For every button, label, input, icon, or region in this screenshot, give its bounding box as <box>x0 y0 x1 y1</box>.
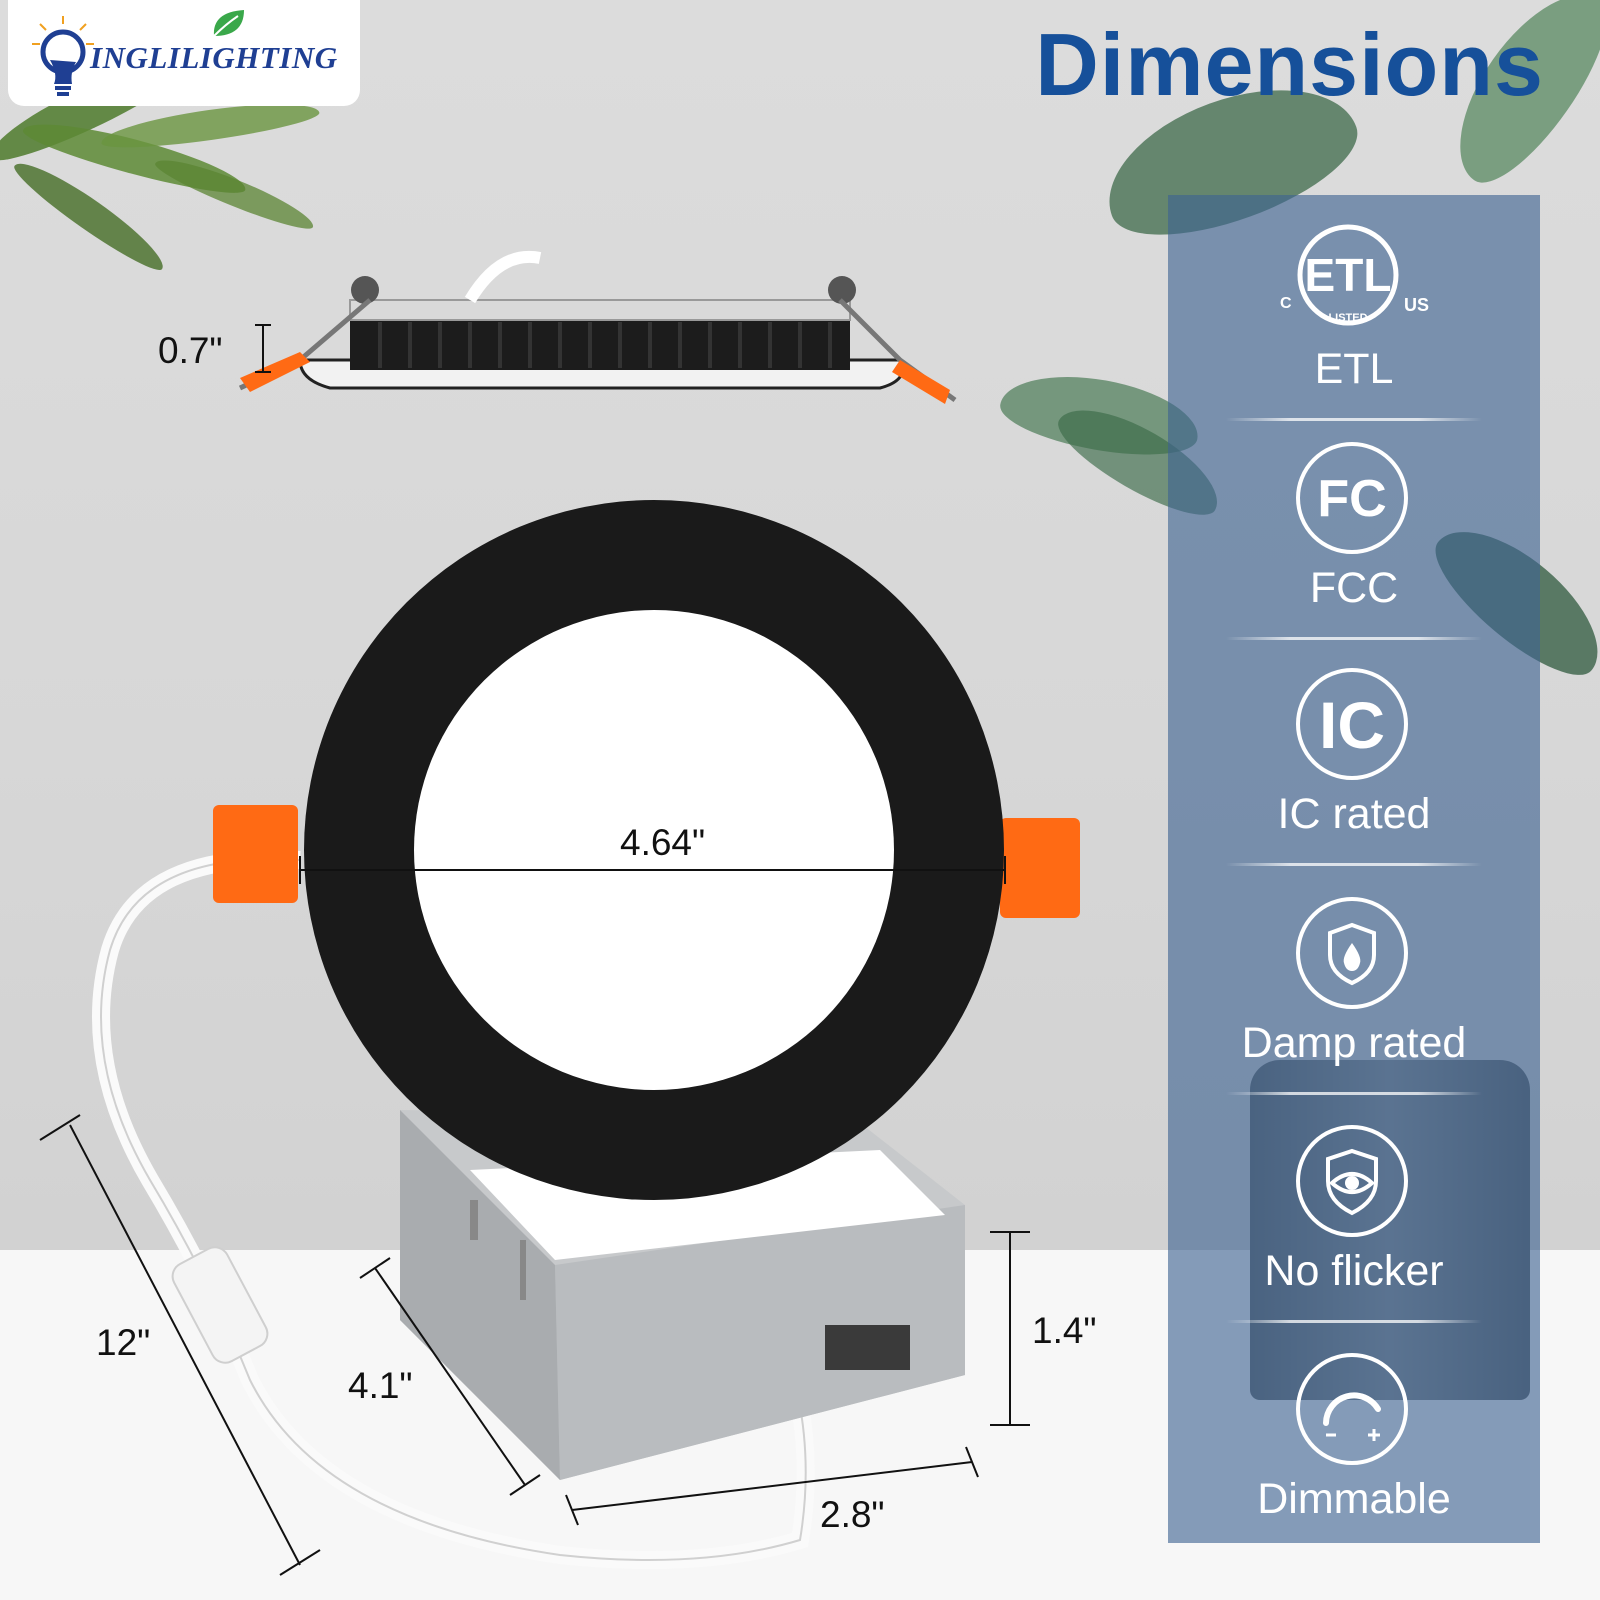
cert-dimmable: Dimmable <box>1168 1353 1540 1581</box>
power-cable <box>92 850 815 1569</box>
cert-label: FCC <box>1309 564 1399 612</box>
cert-label: No flicker <box>1264 1247 1444 1295</box>
svg-text:ETL: ETL <box>1305 249 1392 301</box>
junction-box <box>400 1110 965 1480</box>
divider <box>1226 863 1482 866</box>
cert-damp: Damp rated <box>1168 897 1540 1125</box>
lightbulb-hand-icon <box>32 16 94 96</box>
etl-mark-us: US <box>1404 295 1430 315</box>
brand-name: INGLILIGHTING <box>90 40 338 75</box>
ic-icon: IC <box>1296 668 1408 780</box>
panel-side-view <box>238 250 957 404</box>
svg-text:LISTED: LISTED <box>1328 312 1367 324</box>
leaf-icon <box>213 10 244 37</box>
cert-label: ETL <box>1314 345 1394 393</box>
dimmer-dial-icon <box>1296 1353 1408 1465</box>
etl-listed-icon: ETL LISTED <box>1296 223 1408 335</box>
eye-shield-icon <box>1296 1125 1408 1237</box>
box-length-label: 4.1" <box>348 1365 413 1406</box>
cert-etl: ETL LISTED C US ETL <box>1168 223 1540 451</box>
downlight-panel <box>213 500 1080 1200</box>
page-title: Dimensions <box>1035 15 1544 114</box>
cert-fcc: FC FCC <box>1168 442 1540 670</box>
brand-logo: INGLILIGHTING <box>8 0 360 106</box>
divider <box>1226 1092 1482 1095</box>
cert-ic: IC IC rated <box>1168 668 1540 896</box>
cable-length-label: 12" <box>96 1322 151 1363</box>
certification-panel: ETL LISTED C US ETL FC FCC IC <box>1168 195 1540 1543</box>
cert-label: Damp rated <box>1241 1019 1467 1067</box>
box-height-label: 1.4" <box>1032 1310 1097 1351</box>
etl-mark-c: C <box>1280 295 1292 312</box>
svg-text:IC: IC <box>1319 688 1385 762</box>
box-width-label: 2.8" <box>820 1494 885 1535</box>
cert-label: Dimmable <box>1257 1475 1451 1523</box>
cert-no-flicker: No flicker <box>1168 1125 1540 1353</box>
divider <box>1226 1320 1482 1323</box>
panel-diameter-label: 4.64" <box>620 822 706 863</box>
svg-text:FC: FC <box>1317 470 1386 528</box>
water-drop-shield-icon <box>1296 897 1408 1009</box>
panel-thickness-label: 0.7" <box>158 330 223 371</box>
dimension-lines <box>39 1114 1030 1576</box>
cert-label: IC rated <box>1277 790 1431 838</box>
divider <box>1226 418 1482 421</box>
divider <box>1226 637 1482 640</box>
fcc-icon: FC <box>1296 442 1408 554</box>
